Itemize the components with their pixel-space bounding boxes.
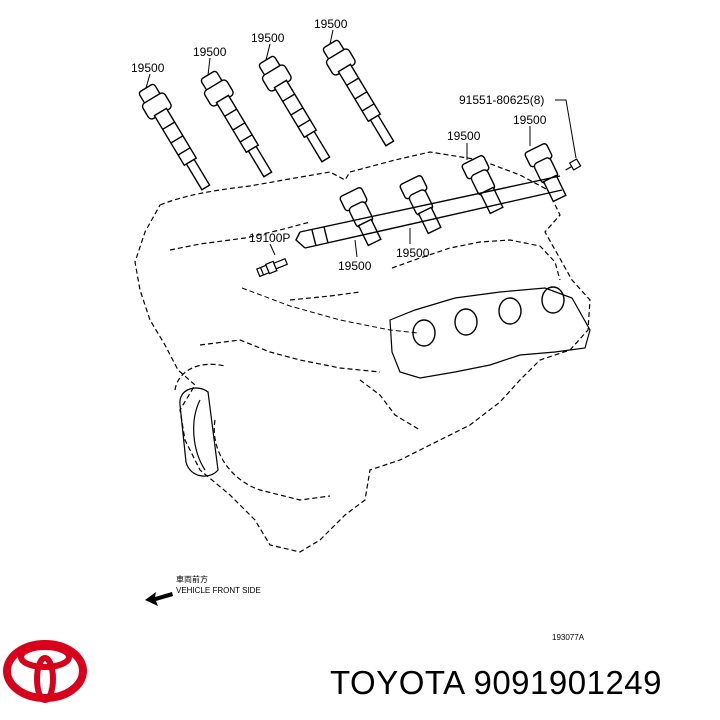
- label-coil-right-upper-2: 19500: [513, 113, 547, 127]
- leader-lines: [145, 29, 577, 334]
- label-coil-lower-1: 19500: [338, 259, 372, 273]
- engine-outline: [134, 151, 591, 553]
- coil-rail: [295, 175, 563, 249]
- label-coil-top-2: 19500: [193, 45, 227, 59]
- ignition-coil-1: [138, 83, 211, 191]
- ignition-coil-5: [524, 143, 567, 203]
- front-arrow-icon: [145, 592, 173, 606]
- label-coil-right-upper-1: 19500: [447, 129, 481, 143]
- ignition-coil-3: [258, 55, 331, 163]
- toyota-logo: [3, 640, 87, 703]
- plug-holes: [412, 286, 565, 347]
- brand-part-number: TOYOTA 9091901249: [330, 664, 663, 701]
- figure-id: 193077A: [552, 633, 585, 642]
- label-coil-top-3: 19500: [251, 31, 285, 45]
- ignition-coil-2: [200, 70, 273, 178]
- engine-face: [179, 287, 591, 477]
- label-coil-top-4: 19500: [314, 17, 348, 31]
- label-bolt: 91551-80625(8): [459, 93, 544, 107]
- label-glow-plug: 19100P: [249, 231, 290, 245]
- glow-plug: [256, 257, 289, 278]
- front-label-jp: 車両前方: [176, 574, 208, 584]
- bolt: [565, 158, 582, 171]
- ignition-coil-6: [461, 155, 504, 215]
- ignition-coil-4: [322, 39, 395, 147]
- label-coil-lower-2: 19500: [396, 246, 430, 260]
- front-label-en: VEHICLE FRONT SIDE: [176, 586, 261, 595]
- label-coil-top-1: 19500: [131, 61, 165, 75]
